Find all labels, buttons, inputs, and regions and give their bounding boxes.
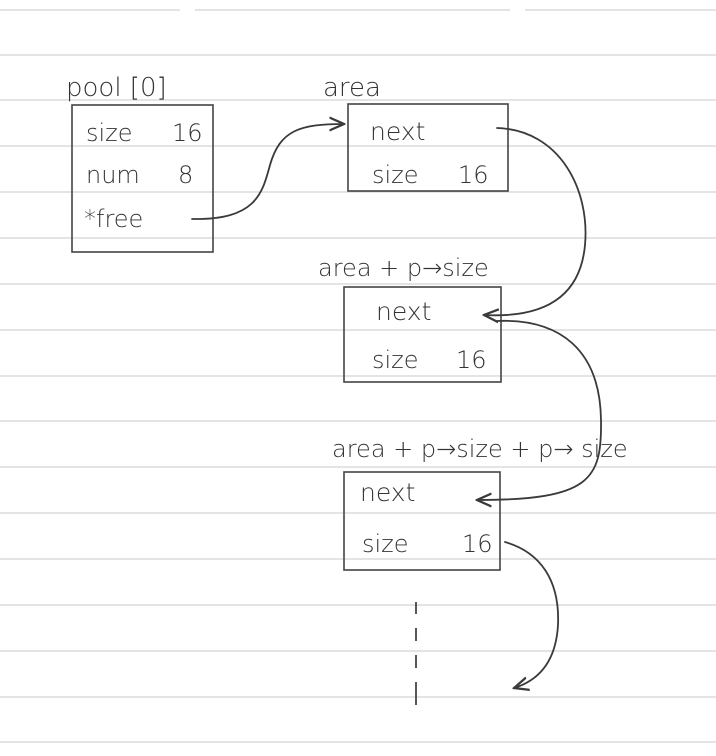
node-size-name: size: [372, 346, 419, 374]
node-next-field: next: [360, 478, 415, 507]
pool-box: [71, 104, 214, 253]
pool-title: pool [0]: [66, 73, 167, 103]
next-continues-arrow: [504, 541, 559, 688]
pool-field-free-name: *free: [84, 205, 143, 233]
node-next-field: next: [370, 117, 425, 146]
node-size-value: 16: [458, 161, 489, 189]
pointer-arrows: [191, 124, 602, 688]
pool-struct: pool [0] size 16 num 8 *free: [66, 73, 214, 253]
node-next-field: next: [376, 297, 431, 326]
node-label: area + p→size + p→ size: [332, 435, 628, 463]
node-area-plus-size: area + p→size next size 16: [318, 254, 502, 383]
node-label: area: [323, 73, 381, 103]
free-to-area-arrow: [191, 124, 344, 220]
node-size-name: size: [362, 530, 409, 558]
next-to-node3-arrow: [477, 319, 602, 500]
node-area-plus-two-sizes: area + p→size + p→ size next size 16: [332, 435, 628, 571]
ruled-lines: [0, 9, 716, 743]
node-size-name: size: [372, 161, 419, 189]
node-box: [343, 471, 501, 571]
node-label: area + p→size: [318, 254, 489, 282]
node-area: area next size 16: [323, 73, 509, 192]
node-box: [343, 286, 502, 383]
pool-field-size-name: size: [86, 119, 133, 147]
pool-field-num-name: num: [86, 161, 140, 189]
pool-field-size-value: 16: [172, 119, 203, 147]
node-size-value: 16: [456, 346, 487, 374]
next-to-node2-arrow: [484, 127, 587, 315]
pool-field-num-value: 8: [178, 161, 193, 189]
node-box: [347, 103, 509, 192]
node-size-value: 16: [462, 530, 493, 558]
